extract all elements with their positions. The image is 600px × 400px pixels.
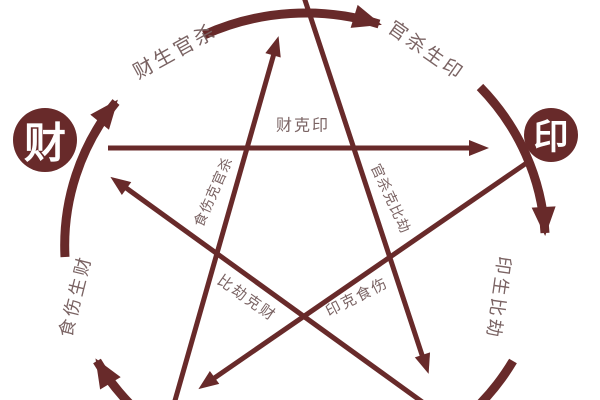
generating-arrowhead-toward-top: [90, 99, 118, 130]
line-shishang-ke-guansha: [172, 49, 278, 400]
node-yin: 印: [524, 108, 578, 162]
generating-arrowhead-toward-bottom-right: [531, 206, 556, 236]
node-cai-circle: [13, 108, 77, 172]
generating-arc-bottom-to-left: [93, 358, 517, 400]
label-guansha-sheng-yin: 官杀生印: [384, 17, 469, 86]
label-shishang-sheng-cai: 食伤生财: [56, 253, 97, 340]
overcoming-cycle-lines: [108, 0, 530, 400]
generating-arrowhead-toward-yin: [350, 4, 382, 28]
arrowhead-bijie-ke-cai: [110, 176, 132, 196]
node-cai-label: 财: [24, 119, 66, 168]
node-cai: 财: [13, 108, 77, 172]
label-cai-ke-yin: 财克印: [276, 116, 330, 135]
line-guansha-ke-bijie: [302, 0, 427, 362]
generating-cycle-arcs: [60, 4, 556, 400]
label-bijie-ke-cai: 比劫克财: [214, 271, 280, 325]
label-guansha-ke-bijie: 官杀克比劫: [367, 162, 413, 237]
arrowhead-guansha-ke-bijie: [414, 352, 431, 374]
relationship-labels: 财生官杀 官杀生印 印生比劫 食伤生财 财克印 食伤克官杀 官杀克比劫 比劫克财…: [56, 17, 515, 341]
generating-arrowhead-toward-cai: [95, 358, 121, 390]
node-yin-label: 印: [533, 118, 568, 158]
arrowhead-cai-ke-yin: [469, 140, 489, 156]
label-shishang-ke-guansha: 食伤克官杀: [191, 154, 237, 229]
label-yin-sheng-bijie: 印生比劫: [482, 255, 514, 341]
arrowhead-yin-ke-shishang: [198, 370, 220, 390]
node-yin-circle: [524, 108, 578, 162]
arrowhead-shishang-ke-guansha: [265, 36, 281, 58]
line-yin-ke-shishang: [208, 159, 530, 384]
label-cai-sheng-guansha: 财生官杀: [129, 18, 221, 84]
line-bijie-ke-cai: [120, 182, 424, 400]
